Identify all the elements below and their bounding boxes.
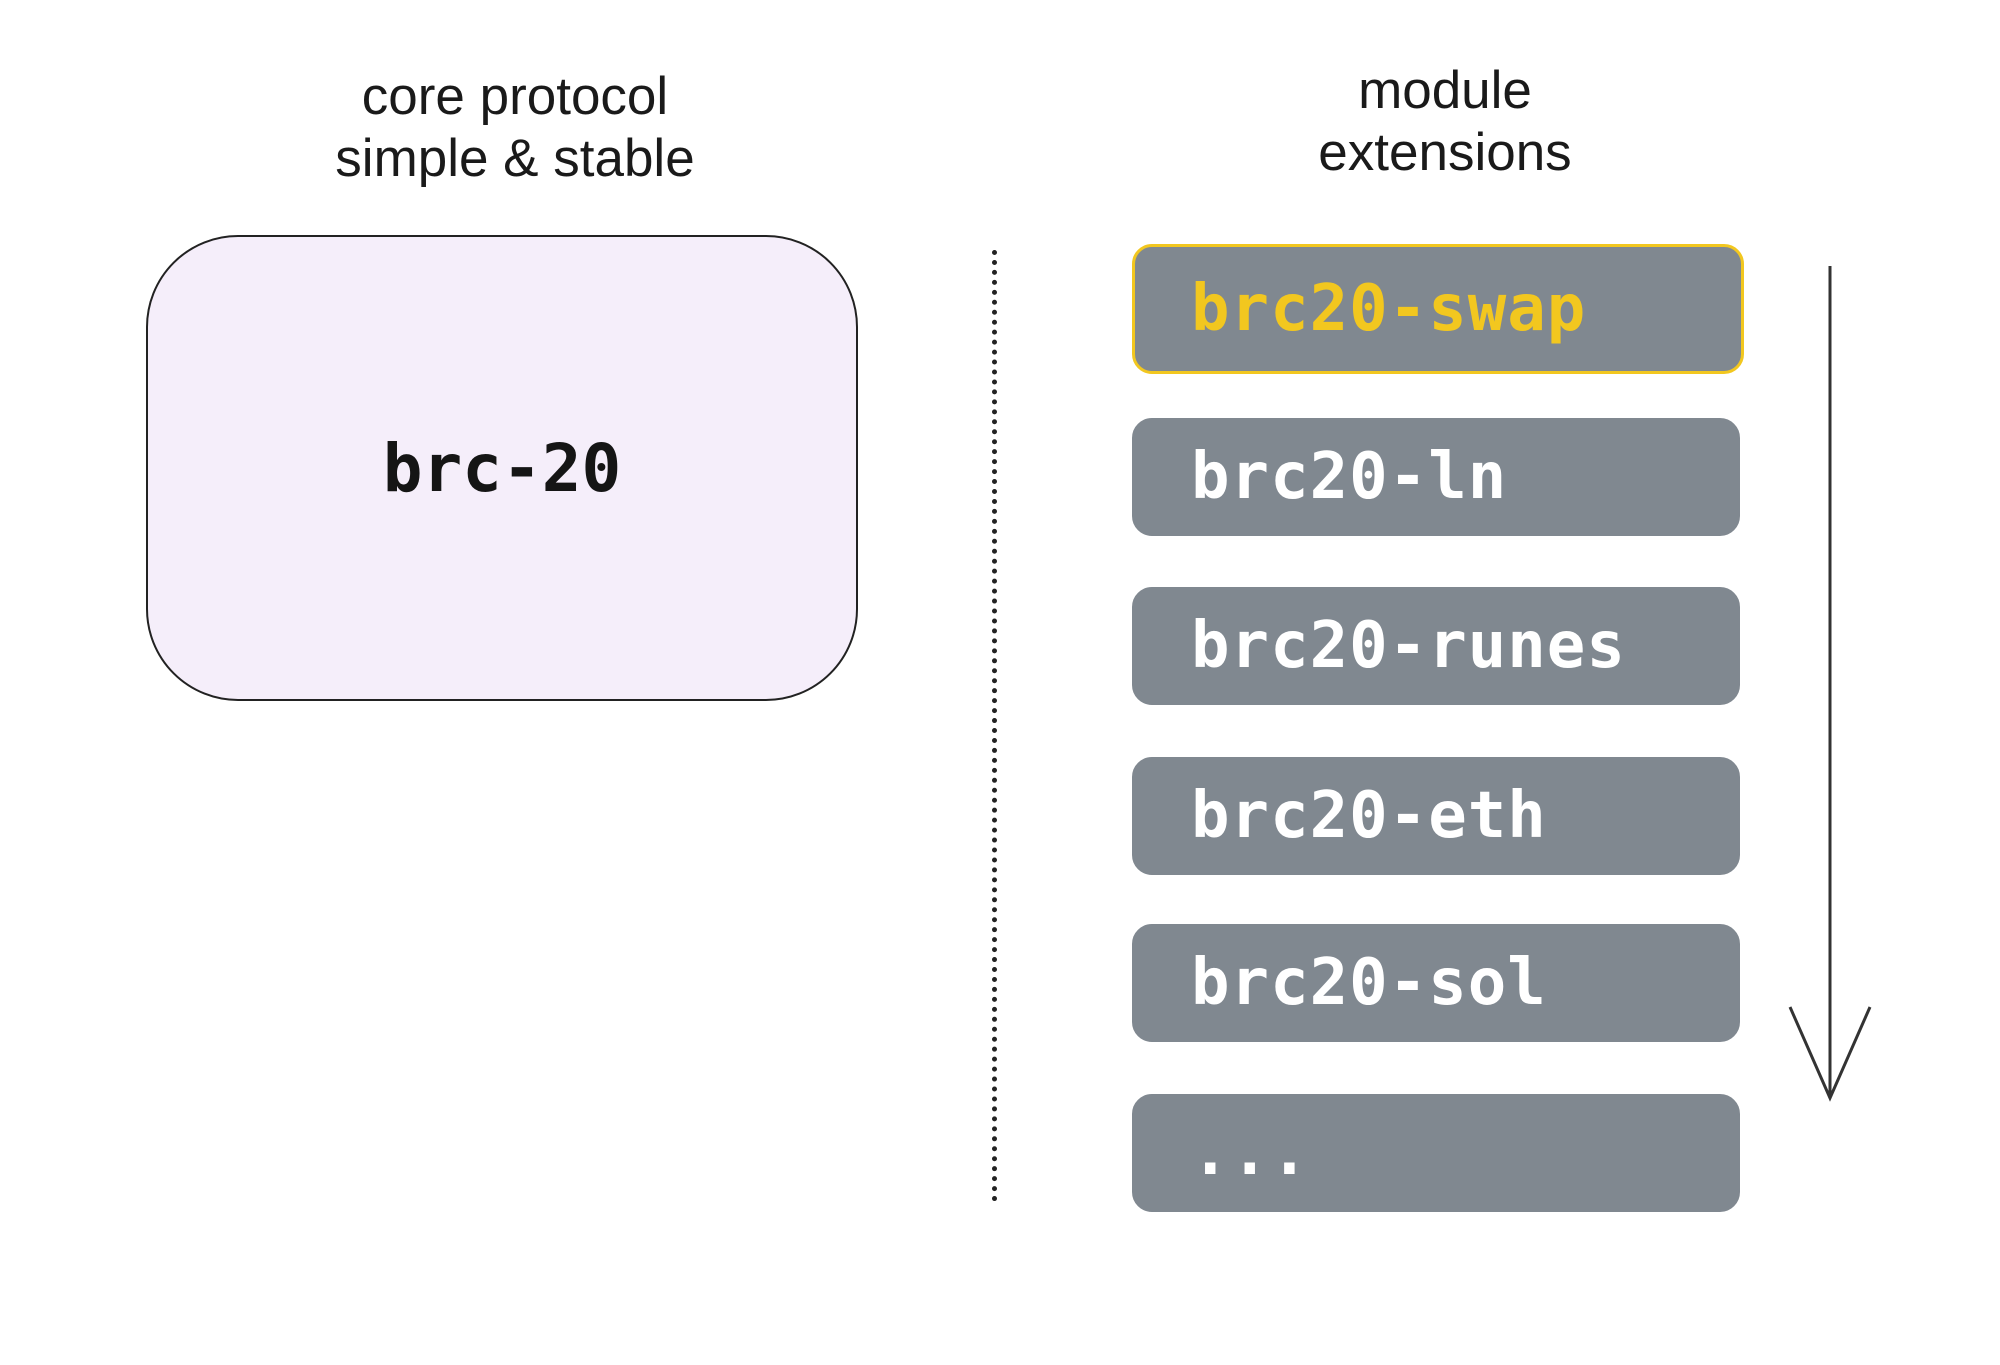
module-label: brc20-ln <box>1191 440 1508 514</box>
arrow-head <box>1788 1006 1872 1102</box>
module-label: brc20-eth <box>1191 779 1547 853</box>
module-box-more: ... <box>1132 1094 1740 1212</box>
module-label: brc20-runes <box>1191 609 1626 683</box>
module-label: brc20-sol <box>1191 946 1547 1020</box>
module-heading-line-1: module <box>1358 61 1532 120</box>
module-box-brc20-ln: brc20-ln <box>1132 418 1740 536</box>
module-box-brc20-sol: brc20-sol <box>1132 924 1740 1042</box>
module-box-brc20-runes: brc20-runes <box>1132 587 1740 705</box>
module-box-brc20-swap: brc20-swap <box>1132 244 1744 374</box>
module-extensions-heading: module extensions <box>1240 60 1650 184</box>
core-protocol-box: brc-20 <box>146 235 858 701</box>
module-box-brc20-eth: brc20-eth <box>1132 757 1740 875</box>
down-arrow-icon <box>1788 266 1872 1102</box>
core-protocol-heading: core protocol simple & stable <box>260 66 770 190</box>
core-heading-line-2: simple & stable <box>335 129 695 188</box>
module-heading-line-2: extensions <box>1318 123 1572 182</box>
core-protocol-label: brc-20 <box>382 429 622 507</box>
core-heading-line-1: core protocol <box>361 67 669 126</box>
module-label: brc20-swap <box>1191 272 1587 346</box>
dotted-divider <box>992 250 997 1202</box>
module-label: ... <box>1191 1116 1310 1190</box>
